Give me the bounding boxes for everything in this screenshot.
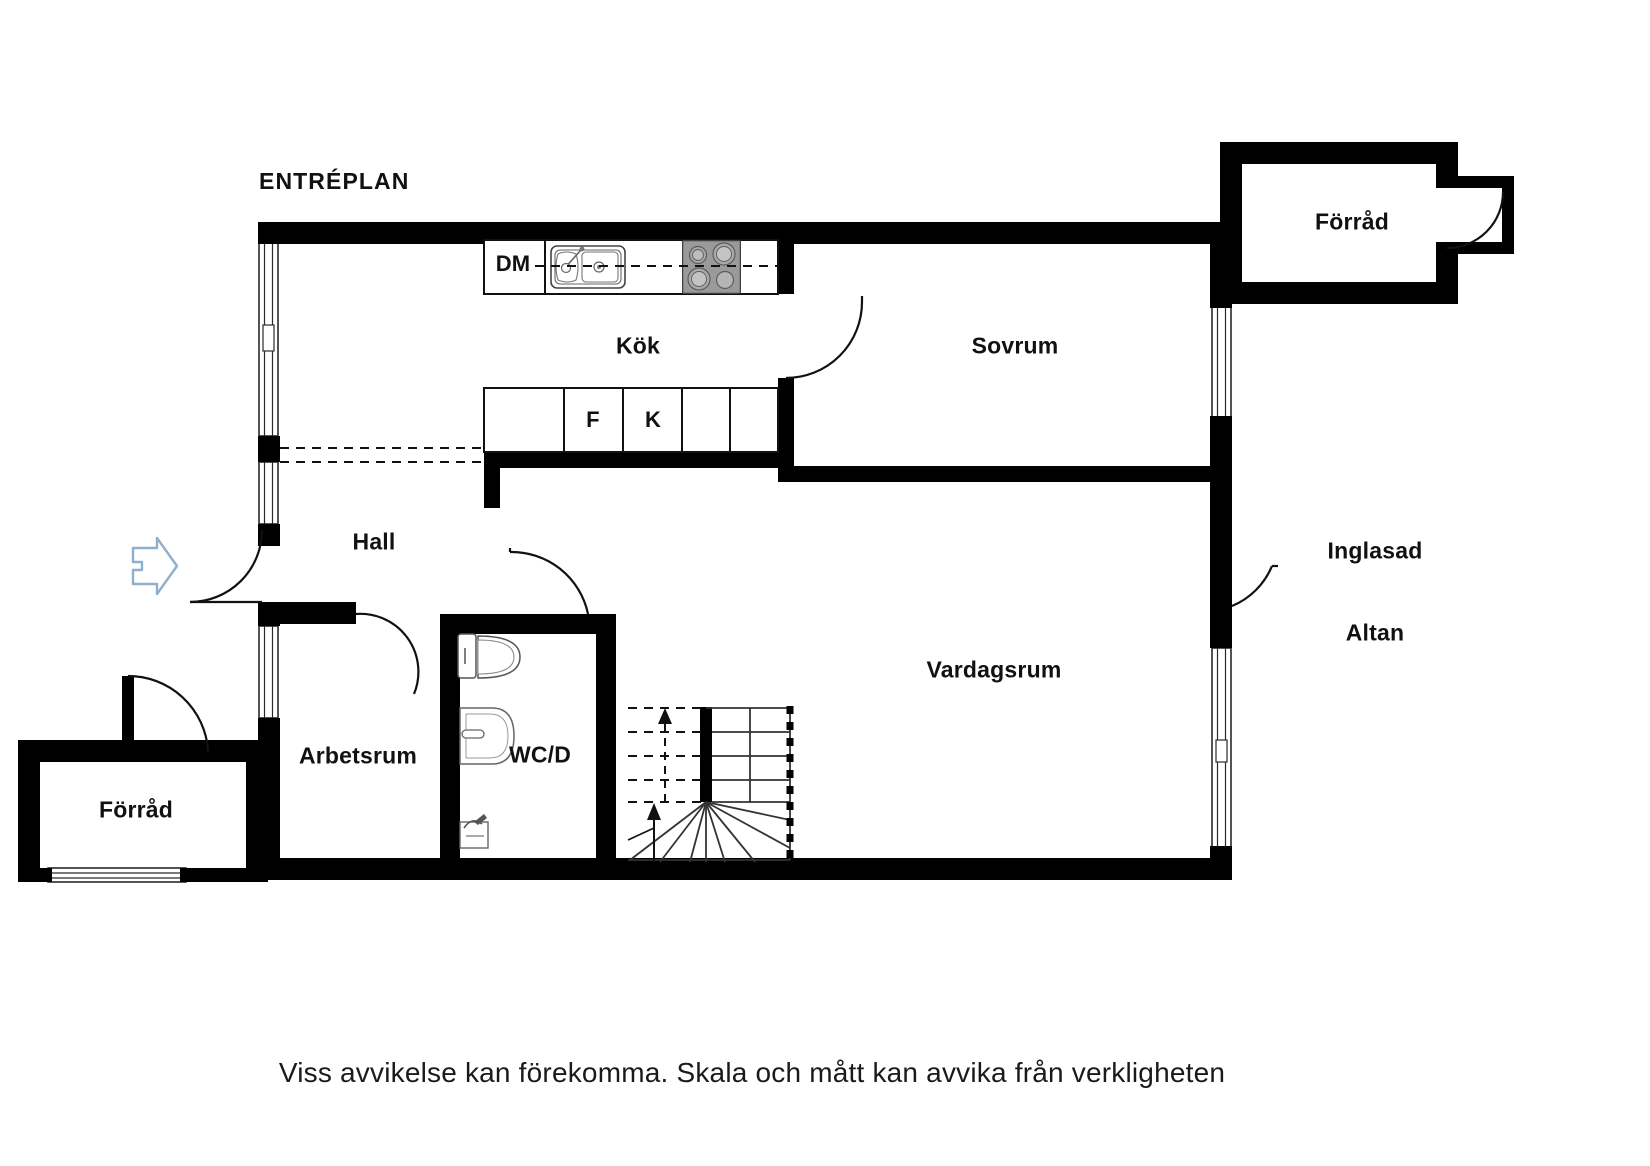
window-altan [1211,647,1232,849]
wc-door [508,548,590,615]
appliance-label-k: K [644,407,662,433]
room-label-forrad-top: Förråd [1314,208,1390,235]
altan-door [1231,564,1278,608]
room-label-sovrum: Sovrum [971,332,1059,359]
kitchen-door [785,296,864,380]
floor-drain [459,814,489,849]
room-label-arbetsrum: Arbetsrum [298,742,418,769]
appliance-label-f: F [586,407,600,433]
wall-group [18,142,1514,882]
room-label-forrad-left: Förråd [98,796,174,823]
appliance-label-dm: DM [495,251,531,277]
window-left-bottom [258,625,279,719]
arbetsrum-door [355,612,420,695]
entrance-arrow [131,536,179,596]
room-label-inglasad-altan: Inglasad Altan [1328,484,1423,701]
forrad-top-door [1446,191,1505,250]
room-label-wc-d: WC/D [508,741,572,768]
window-left-upper [258,239,279,437]
stair-arrow-lower [627,803,661,862]
room-label-inglasad-altan-line1: Inglasad [1327,537,1423,564]
stair-upper-dashed [628,707,706,803]
door-group [127,191,1505,752]
kitchen-counter-group [280,239,779,463]
toilet [457,633,521,679]
stair-arrow-upper [658,708,672,802]
bathroom-fixtures-group [457,633,521,849]
page-title: ENTRÉPLAN [259,168,410,194]
stair-lower-solid [706,707,791,860]
room-label-kok: Kök [615,332,661,359]
room-label-vardagsrum: Vardagsrum [926,656,1062,683]
washbasin [459,707,515,765]
window-sovrum [1211,305,1232,419]
disclaimer-caption: Viss avvikelse kan förekomma. Skala och … [278,1057,1226,1088]
window-left-lower [258,461,279,525]
room-label-inglasad-altan-line2: Altan [1345,619,1405,646]
forrad-left-door [127,674,210,752]
entrance-door [189,529,264,604]
window-forrad-left [47,867,187,883]
staircase [627,706,794,863]
room-label-hall: Hall [352,528,396,555]
